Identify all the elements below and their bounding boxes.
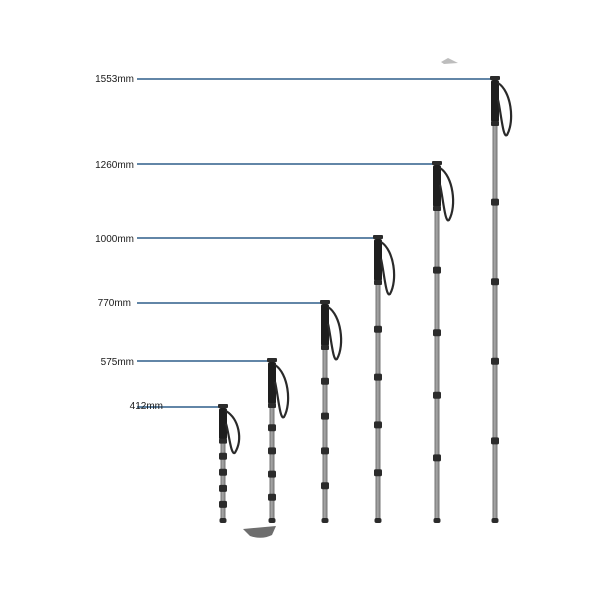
- lock-joint: [321, 482, 329, 490]
- wrist-strap: [496, 82, 513, 137]
- wrist-strap: [224, 410, 241, 455]
- top-collar: [374, 280, 382, 285]
- head-plate: [490, 76, 500, 80]
- lock-joint: [321, 412, 329, 420]
- lock-joint: [374, 325, 382, 333]
- lock-joint: [433, 391, 441, 399]
- grip: [268, 362, 276, 404]
- monopod-1553: [490, 76, 513, 523]
- rubber-foot: [268, 518, 276, 523]
- rubber-foot: [374, 518, 382, 523]
- height-label-1000: 1000mm: [95, 234, 134, 245]
- lock-joint: [321, 447, 329, 455]
- lock-joint: [219, 484, 227, 492]
- lock-joint: [433, 266, 441, 274]
- lock-joint: [491, 278, 499, 286]
- decor-shape-top: [441, 58, 458, 64]
- height-label-575: 575mm: [101, 357, 134, 368]
- head-plate: [218, 404, 228, 408]
- monopod-1260: [432, 161, 455, 523]
- lock-joint: [321, 377, 329, 385]
- decor-shape-bottom: [243, 526, 276, 538]
- lock-joint: [268, 493, 276, 501]
- pole-tube: [322, 346, 328, 520]
- grip: [433, 165, 441, 207]
- wrist-strap: [273, 364, 290, 419]
- lock-joint: [219, 452, 227, 460]
- monopod-1000: [373, 235, 396, 523]
- monopod-575: [267, 358, 290, 523]
- height-label-770: 770mm: [98, 298, 131, 309]
- top-collar: [219, 438, 227, 444]
- rubber-foot: [219, 518, 227, 523]
- pole-tube: [220, 439, 226, 520]
- lock-joint: [491, 198, 499, 206]
- wrist-strap: [326, 306, 343, 361]
- wrist-strap: [438, 167, 455, 222]
- grip: [374, 239, 382, 281]
- height-label-412: 412mm: [130, 401, 163, 412]
- lock-joint: [219, 500, 227, 508]
- lock-joint: [268, 424, 276, 432]
- height-labels: 412mm 575mm 770mm 1000mm 1260mm 1553mm: [95, 74, 163, 412]
- leader-lines: [137, 78, 493, 408]
- head-plate: [267, 358, 277, 362]
- pole-tube: [375, 281, 381, 520]
- pole-tube: [269, 404, 275, 520]
- rubber-foot: [491, 518, 499, 523]
- lock-joint: [433, 454, 441, 462]
- lock-joint: [374, 373, 382, 381]
- lock-joint: [491, 357, 499, 365]
- lock-joint: [219, 468, 227, 476]
- lock-joint: [374, 421, 382, 429]
- height-label-1260: 1260mm: [95, 160, 134, 171]
- monopod-412: [218, 404, 241, 523]
- rubber-foot: [321, 518, 329, 523]
- lock-joint: [374, 469, 382, 477]
- top-collar: [433, 206, 441, 211]
- monopod-770: [320, 300, 343, 523]
- rubber-foot: [433, 518, 441, 523]
- head-plate: [320, 300, 330, 304]
- lock-joint: [268, 447, 276, 455]
- lock-joint: [491, 437, 499, 445]
- head-plate: [373, 235, 383, 239]
- lock-joint: [268, 470, 276, 478]
- grip: [219, 408, 227, 440]
- lock-joint: [433, 329, 441, 337]
- grip: [491, 80, 499, 122]
- top-collar: [268, 403, 276, 408]
- pole-tube: [434, 207, 440, 520]
- top-collar: [321, 345, 329, 350]
- monopods: [218, 76, 513, 523]
- top-collar: [491, 121, 499, 126]
- height-label-1553: 1553mm: [95, 74, 134, 85]
- grip: [321, 304, 329, 346]
- pole-tube: [492, 122, 498, 520]
- head-plate: [432, 161, 442, 165]
- wrist-strap: [379, 241, 396, 296]
